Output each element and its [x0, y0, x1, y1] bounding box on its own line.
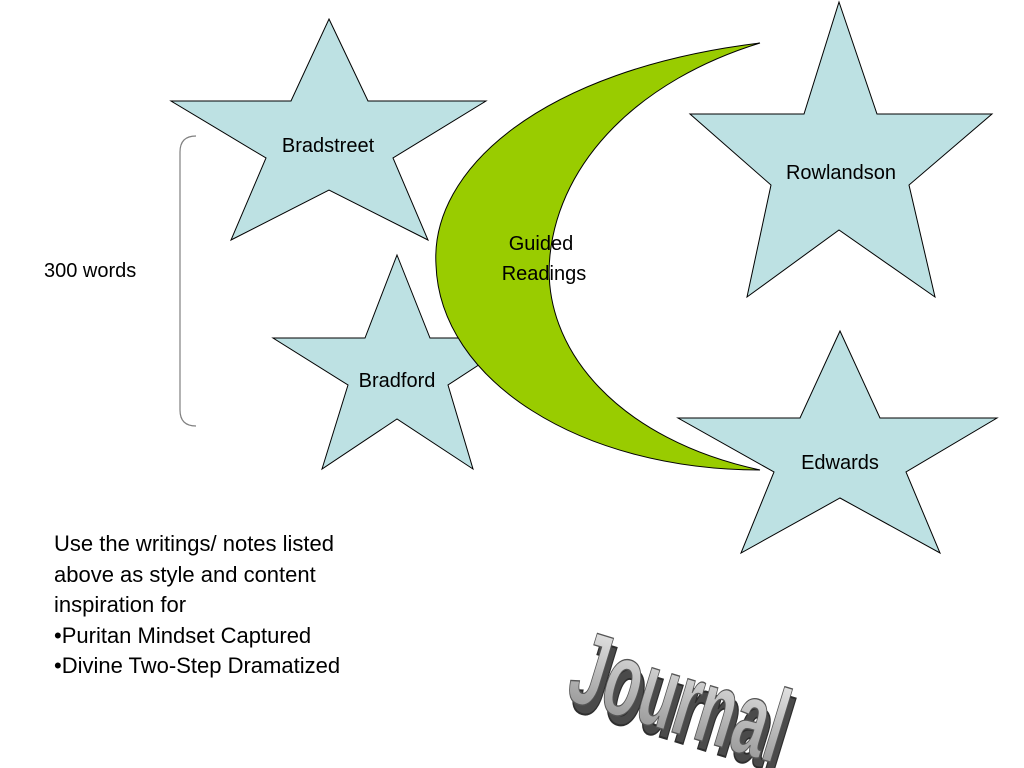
moon-shape [435, 42, 761, 471]
wordart-journal-text: Journal [557, 608, 802, 768]
star-edwards [676, 329, 999, 555]
moon-label-line1: Guided [509, 233, 574, 255]
bracket: 300 words [44, 135, 197, 427]
star-bradford-label: Bradford [359, 370, 436, 392]
star-rowlandson-label: Rowlandson [786, 162, 896, 184]
star-edwards-label: Edwards [801, 452, 879, 474]
moon-label-line2: Readings [502, 263, 587, 285]
star-edwards-shape [676, 329, 999, 555]
instructions-line-1: Use the writings/ notes listed [54, 531, 335, 556]
bracket-line [179, 135, 197, 427]
star-rowlandson-shape [688, 0, 994, 299]
moon-guided-readings: Guided Readings [435, 42, 761, 471]
instructions-bullet-2: •Divine Two-Step Dramatized [54, 653, 341, 678]
instructions-line-2: above as style and content [54, 561, 316, 587]
star-bradstreet: Bradstreet [169, 17, 488, 242]
instructions-line-3: inspiration for [54, 592, 187, 617]
star-bradstreet-shape [169, 17, 488, 242]
star-rowlandson [688, 0, 994, 299]
instructions-bullet-1: •Puritan Mindset Captured [54, 622, 312, 648]
instructions-text: Use the writings/ notes listed above as … [54, 529, 414, 682]
bracket-label: 300 words [44, 260, 136, 282]
wordart-journal: Journal Journal [557, 607, 807, 768]
star-bradstreet-label: Bradstreet [282, 135, 375, 157]
